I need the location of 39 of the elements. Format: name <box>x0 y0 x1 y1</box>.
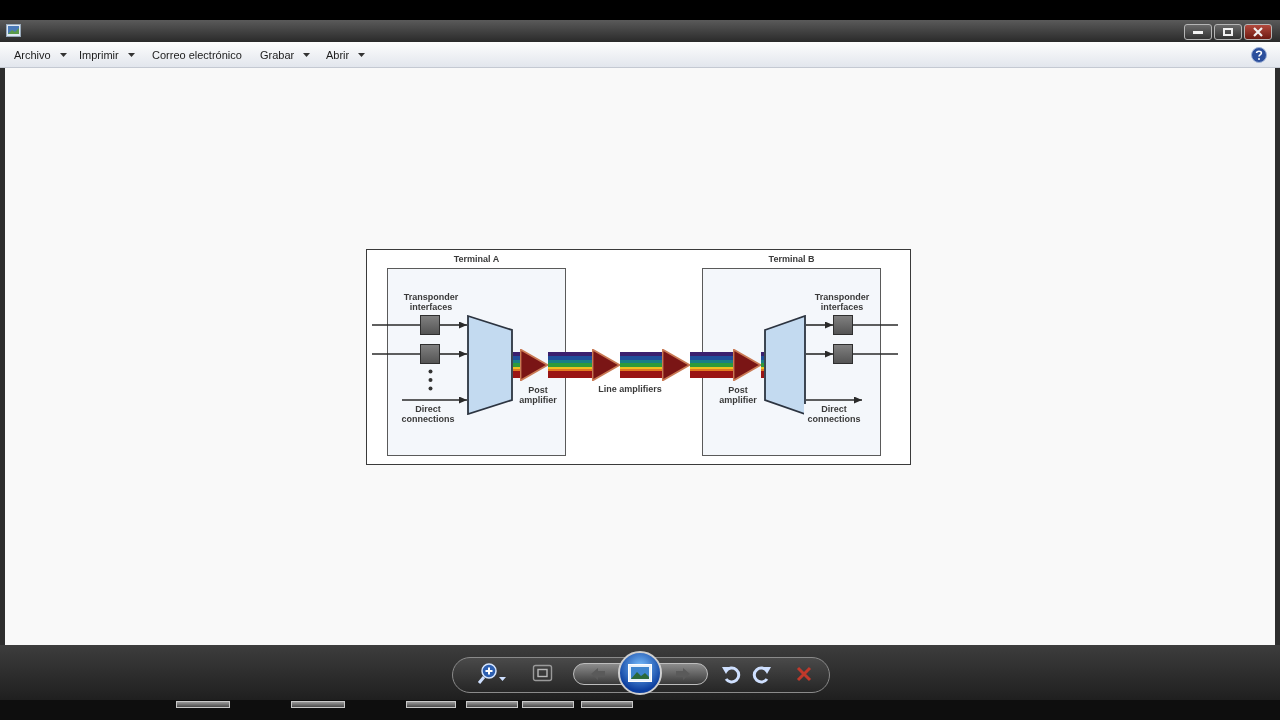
part-label: Post amplifier <box>518 385 558 405</box>
part-label: Transponder interfaces <box>402 292 460 312</box>
fiber-band <box>620 352 662 378</box>
transponder-box <box>833 344 853 364</box>
amplifier-triangle <box>520 349 548 381</box>
edge-label: Direct connections <box>804 404 864 424</box>
amplifier-triangle <box>733 349 761 381</box>
fiber-band <box>761 352 764 378</box>
amplifier-triangle <box>662 349 690 381</box>
menu-button: Imprimir <box>79 48 135 62</box>
menu-button: Grabar <box>260 48 311 62</box>
menu-button: Abrir <box>326 48 366 62</box>
amplifier-triangle <box>592 349 620 381</box>
node-title: Terminal B <box>768 254 815 264</box>
fiber-band <box>690 352 733 378</box>
edge-label: Direct connections <box>398 404 458 424</box>
connector-line <box>371 353 421 355</box>
arrow <box>805 350 834 358</box>
connector-line <box>852 353 899 355</box>
part-label: Line amplifiers <box>598 384 662 394</box>
menu-button: Archivo <box>14 48 67 62</box>
arrow <box>401 396 468 404</box>
transponder-box <box>833 315 853 335</box>
transponder-box <box>420 344 440 364</box>
arrow <box>439 350 468 358</box>
connector-line <box>371 324 421 326</box>
menu-button: Correo electrónico <box>152 48 242 62</box>
fiber-band <box>548 352 592 378</box>
transponder-box <box>420 315 440 335</box>
part-label: Post amplifier <box>718 385 758 405</box>
fiber-band <box>513 352 520 378</box>
node-title: Terminal A <box>453 254 500 264</box>
arrow <box>805 321 834 329</box>
arrow <box>805 396 863 404</box>
arrow <box>439 321 468 329</box>
mux-trapezoid <box>467 315 513 415</box>
connector-line <box>852 324 899 326</box>
part-label: Transponder interfaces <box>813 292 871 312</box>
demux-trapezoid <box>764 315 806 415</box>
